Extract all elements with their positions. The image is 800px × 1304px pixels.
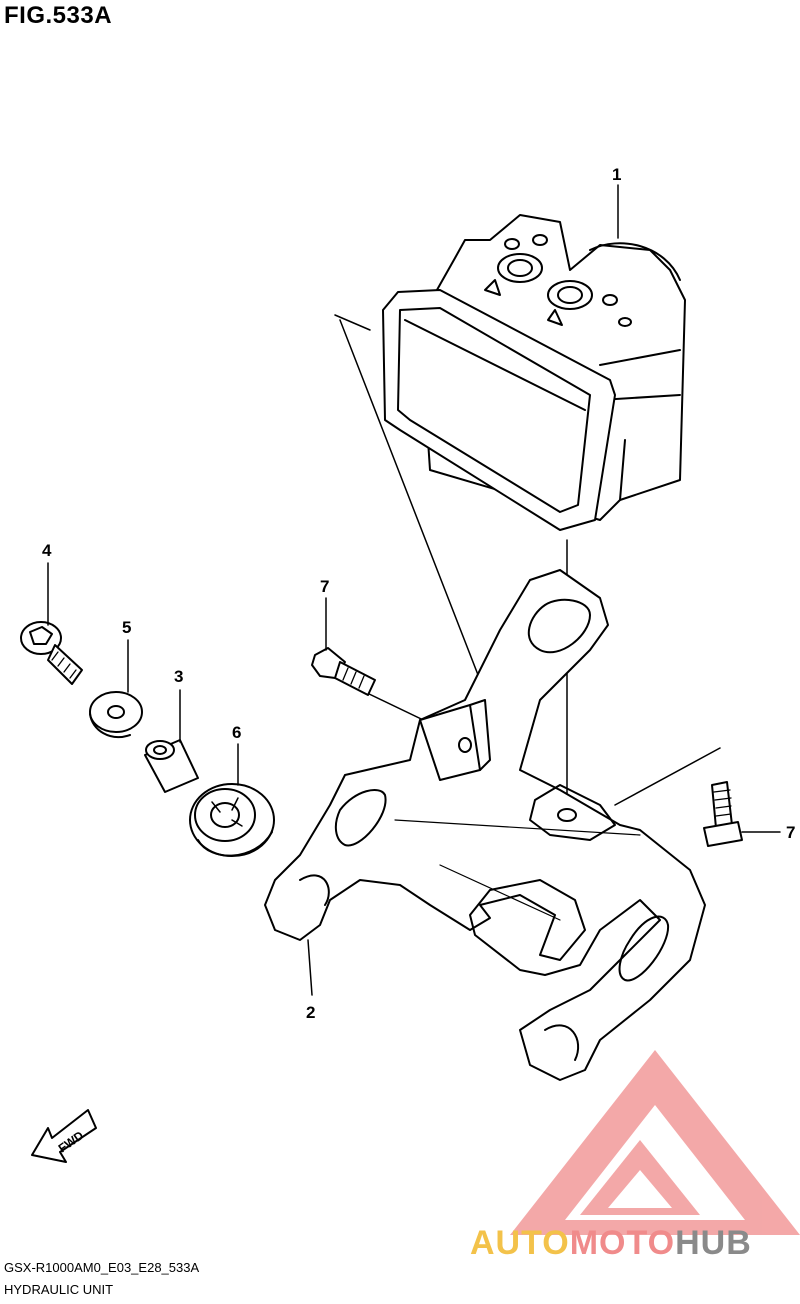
hydraulic-unit bbox=[382, 214, 686, 531]
callout-3: 3 bbox=[174, 667, 183, 686]
callout-6: 6 bbox=[232, 723, 241, 742]
figure-title: FIG.533A bbox=[4, 2, 113, 29]
bolt-4 bbox=[20, 621, 83, 685]
callout-7-upper: 7 bbox=[320, 577, 329, 596]
model-code: GSX-R1000AM0_E03_E28_533A bbox=[4, 1260, 200, 1275]
watermark-hub: HUB bbox=[675, 1224, 752, 1262]
grommet-6 bbox=[189, 783, 275, 857]
watermark-text: AUTOMOTOHUB bbox=[470, 1224, 752, 1263]
leader-lines bbox=[47, 184, 781, 996]
callout-5: 5 bbox=[122, 618, 131, 637]
washer-5 bbox=[89, 691, 143, 738]
bolt-7b bbox=[703, 781, 743, 847]
callout-2: 2 bbox=[306, 1003, 315, 1022]
callout-1: 1 bbox=[612, 165, 621, 184]
bracket bbox=[264, 569, 706, 1081]
callout-7-right: 7 bbox=[786, 823, 795, 842]
forward-arrow-icon: FWD bbox=[31, 1109, 97, 1163]
callout-4: 4 bbox=[42, 541, 52, 560]
part-name: HYDRAULIC UNIT bbox=[4, 1282, 114, 1297]
collar-3 bbox=[144, 739, 199, 793]
bolt-7a bbox=[311, 647, 376, 696]
watermark-logo-icon bbox=[510, 1050, 800, 1235]
watermark-moto: MOTO bbox=[569, 1224, 676, 1262]
watermark-auto: AUTO bbox=[470, 1224, 570, 1262]
